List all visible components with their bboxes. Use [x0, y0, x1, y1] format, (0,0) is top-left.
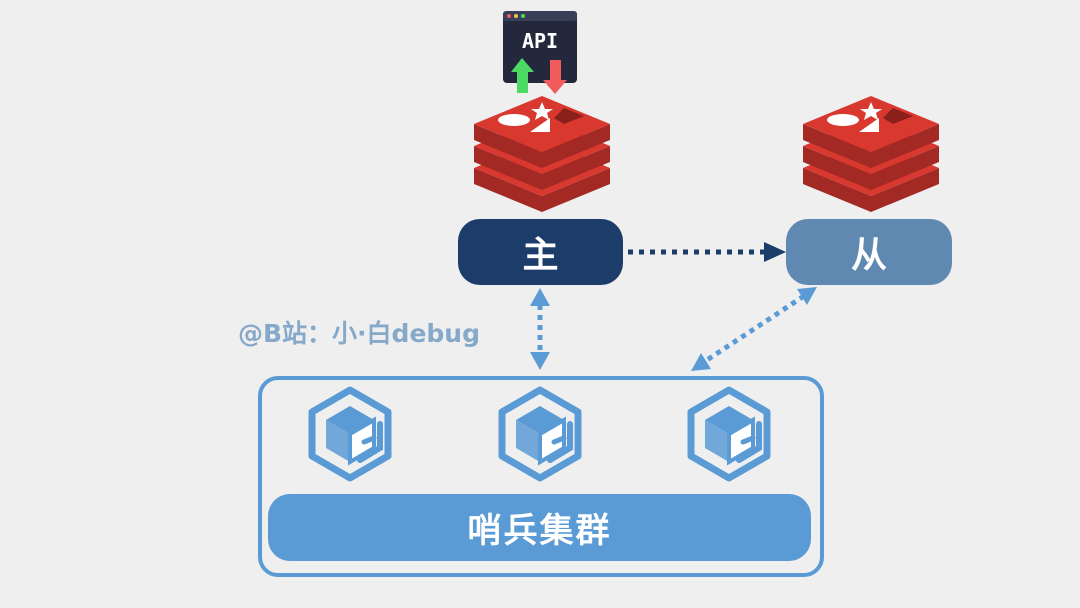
- slave-node: 从: [786, 219, 952, 285]
- window-dot-red: [507, 14, 511, 18]
- watermark-text: @B站：小·白debug: [238, 319, 480, 348]
- upload-arrow-icon: [511, 58, 534, 93]
- window-dot-yellow: [514, 14, 518, 18]
- redis-master-logo-icon: [474, 96, 610, 212]
- window-dot-green: [521, 14, 525, 18]
- replication-arrow: [628, 242, 786, 262]
- download-arrow-icon: [543, 60, 567, 94]
- api-label: API: [522, 29, 558, 53]
- sentinel-cluster-label: 哨兵集群: [268, 494, 811, 561]
- sentinel-cluster-frame: [258, 376, 824, 577]
- master-sentinel-arrow: [530, 288, 550, 370]
- slave-sentinel-arrow: [691, 287, 817, 371]
- redis-slave-logo-icon: [803, 96, 939, 212]
- master-node: 主: [458, 219, 623, 285]
- api-window: API: [503, 11, 577, 83]
